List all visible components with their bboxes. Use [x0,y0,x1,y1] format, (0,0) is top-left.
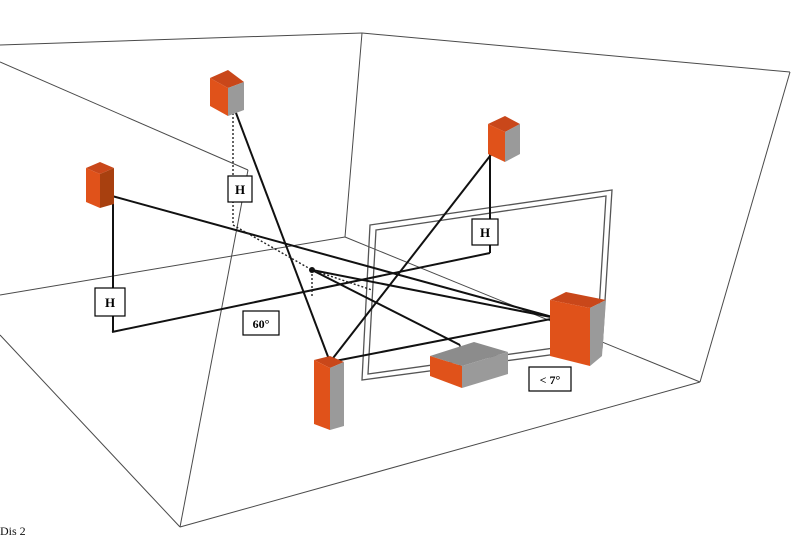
speaker-center [430,342,508,388]
height-label-top: H [227,175,253,203]
room-wireframe [0,32,791,528]
speaker-front-left [86,162,114,208]
height-label-left-text: H [105,295,115,310]
vertical-angle-text: < 7° [540,373,561,387]
horizontal-angle-label: 60° [242,310,280,336]
horizontal-angle-text: 60° [253,317,270,331]
height-label-top-text: H [235,182,245,197]
height-label-left: H [94,287,126,317]
speaker-top-right [488,116,520,162]
height-label-right-text: H [480,225,490,240]
speaker-top-center [210,70,244,116]
speaker-right [550,292,606,366]
vertical-angle-label: < 7° [528,366,572,392]
listening-position-marker [309,267,315,273]
height-label-right: H [471,218,499,246]
height-reference-lines [232,105,461,368]
speaker-bottom-left [314,356,344,430]
figure-caption: Dis 2 [0,524,26,538]
